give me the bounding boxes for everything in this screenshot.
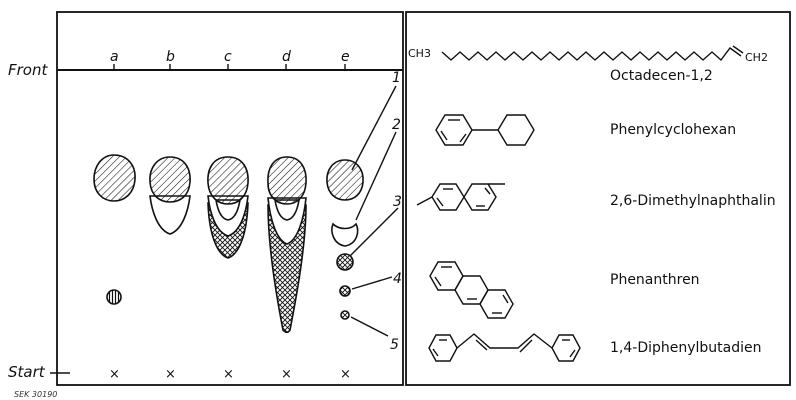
lane-label-b: b [166,49,175,65]
plate-frame [56,11,404,386]
spot-d-top [267,156,307,205]
compound-name-phenanthrene: Phenanthren [610,272,700,288]
front-label: Front [8,61,48,79]
spot-a-small [106,289,122,305]
start-mark-e: × [340,367,351,382]
lane-label-e: e [341,49,350,65]
spot-e-4 [339,285,351,297]
leader-lines [349,85,399,337]
start-mark-a: × [109,367,120,382]
spot-number-1: 1 [392,70,401,86]
compound-name-diphenylbutadiene: 1,4-Diphenylbutadien [610,340,762,356]
spot-d-cross [267,204,307,334]
spot-a-top [93,154,136,202]
formula-ch2: CH2 [745,51,768,64]
lane-ticks [113,64,346,70]
structure-phenanthrene [429,261,514,319]
spot-e-2 [331,222,359,247]
lane-a-spots [93,154,136,305]
spot-d-inner [274,199,300,221]
structure-dimethylnaphthalene [416,183,505,211]
formula-ch3: CH3 [408,47,431,60]
spot-c-inner [215,199,241,221]
lane-label-a: a [110,49,119,65]
spot-number-5: 5 [390,337,399,353]
structure-phenylcyclohexane [435,114,535,146]
spot-numbers: 1 2 3 4 5 [390,70,402,353]
structure-diphenylbutadiene [428,333,581,362]
lane-c-spots [207,156,249,259]
compound-name-octadecene: Octadecen-1,2 [610,68,713,84]
spot-c-top [207,156,249,205]
lane-labels: a b c d e [110,49,350,65]
start-mark-d: × [281,367,292,382]
lane-d-spots [267,156,307,334]
start-mark-c: × [223,367,234,382]
lane-e-spots [326,159,364,320]
lane-label-c: c [224,49,232,65]
lane-b-spots [149,156,191,235]
start-label: Start [8,363,46,381]
compound-name-phenylcyclohexane: Phenylcyclohexan [610,122,736,138]
spot-e-1 [326,159,364,201]
spot-e-5 [340,310,350,320]
structure-octadecene: CH3 CH2 [408,45,768,64]
spot-b-top [149,156,191,203]
start-mark-b: × [165,367,176,382]
figure-code: SEK 30190 [14,390,57,399]
lane-label-d: d [282,49,291,65]
compound-name-dimethylnaphthalene: 2,6-Dimethylnaphthalin [610,193,776,209]
spot-number-4: 4 [393,271,402,287]
spot-number-3: 3 [393,194,402,210]
start-marks: × × × × × [109,367,351,382]
spot-b-tail [149,195,191,235]
spot-e-3 [336,253,354,271]
spot-number-2: 2 [392,117,401,133]
structures-frame [405,11,791,386]
